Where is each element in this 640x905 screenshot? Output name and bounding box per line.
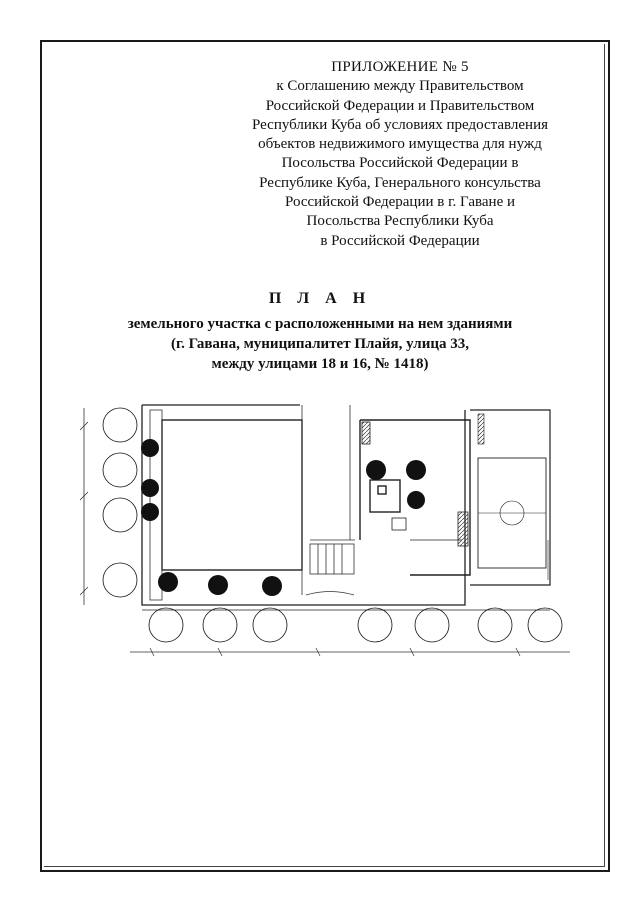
page-border-shadow bbox=[44, 44, 605, 867]
right-building bbox=[470, 409, 551, 586]
left-dimension-line bbox=[79, 408, 89, 605]
appendix-line: Российской Федерации и Правительством bbox=[265, 97, 535, 114]
tree-circle bbox=[102, 452, 138, 488]
plan-subtitle-line: земельного участка с расположенными на н… bbox=[127, 316, 513, 332]
appendix-line: Посольства Российской Федерации в bbox=[281, 155, 519, 172]
plan-heading-block: П Л А Н земельного участка с расположенн… bbox=[80, 290, 560, 374]
street-tree bbox=[252, 607, 288, 643]
appendix-line: объектов недвижимого имущества для нужд bbox=[258, 136, 542, 153]
street-tree bbox=[527, 607, 563, 643]
tree-canopy bbox=[141, 479, 159, 497]
plan-subtitle-line: (г. Гавана, муниципалитет Плайя, улица 3… bbox=[170, 336, 469, 352]
tree-canopy bbox=[141, 439, 159, 457]
tree-circle bbox=[102, 562, 138, 598]
street-tree bbox=[148, 607, 184, 643]
tree-canopy bbox=[407, 491, 425, 509]
bottom-dimension-line bbox=[130, 647, 570, 657]
tree-circle bbox=[102, 407, 138, 443]
site-plan-svg bbox=[79, 404, 570, 657]
appendix-block: ПРИЛОЖЕНИЕ № 5 к Соглашению между Правит… bbox=[220, 58, 580, 251]
appendix-line: Посольства Республики Куба bbox=[306, 213, 494, 230]
appendix-line: Республики Куба об условиях предоставлен… bbox=[251, 116, 549, 133]
tree-canopy bbox=[141, 503, 159, 521]
street-tree bbox=[477, 607, 513, 643]
courtyard-building bbox=[359, 419, 471, 576]
tree-canopies bbox=[141, 439, 426, 596]
appendix-line: Республике Куба, Генерального консульств… bbox=[259, 174, 541, 191]
street-trees bbox=[148, 607, 563, 643]
lot-boundary bbox=[141, 404, 550, 611]
street-tree bbox=[357, 607, 393, 643]
plan-subtitle-line: между улицами 18 и 16, № 1418) bbox=[211, 356, 429, 372]
appendix-line: в Российской Федерации bbox=[320, 232, 480, 249]
tree-circle bbox=[102, 497, 138, 533]
tree-canopy bbox=[406, 460, 426, 480]
tree-canopy bbox=[366, 460, 386, 480]
main-building bbox=[161, 419, 303, 571]
site-plan-drawing bbox=[70, 400, 590, 670]
appendix-line: к Соглашению между Правительством bbox=[276, 78, 524, 95]
plan-title: П Л А Н bbox=[268, 290, 372, 307]
tree-canopy bbox=[262, 576, 282, 596]
tree-canopy bbox=[158, 572, 178, 592]
page-border-outer bbox=[40, 40, 610, 872]
trees-left-column bbox=[102, 407, 138, 598]
appendix-title: ПРИЛОЖЕНИЕ № 5 bbox=[331, 59, 469, 75]
street-tree bbox=[202, 607, 238, 643]
tree-canopy bbox=[208, 575, 228, 595]
appendix-line: Российской Федерации в г. Гаване и bbox=[284, 194, 516, 211]
central-passage bbox=[301, 405, 355, 596]
street-tree bbox=[414, 607, 450, 643]
